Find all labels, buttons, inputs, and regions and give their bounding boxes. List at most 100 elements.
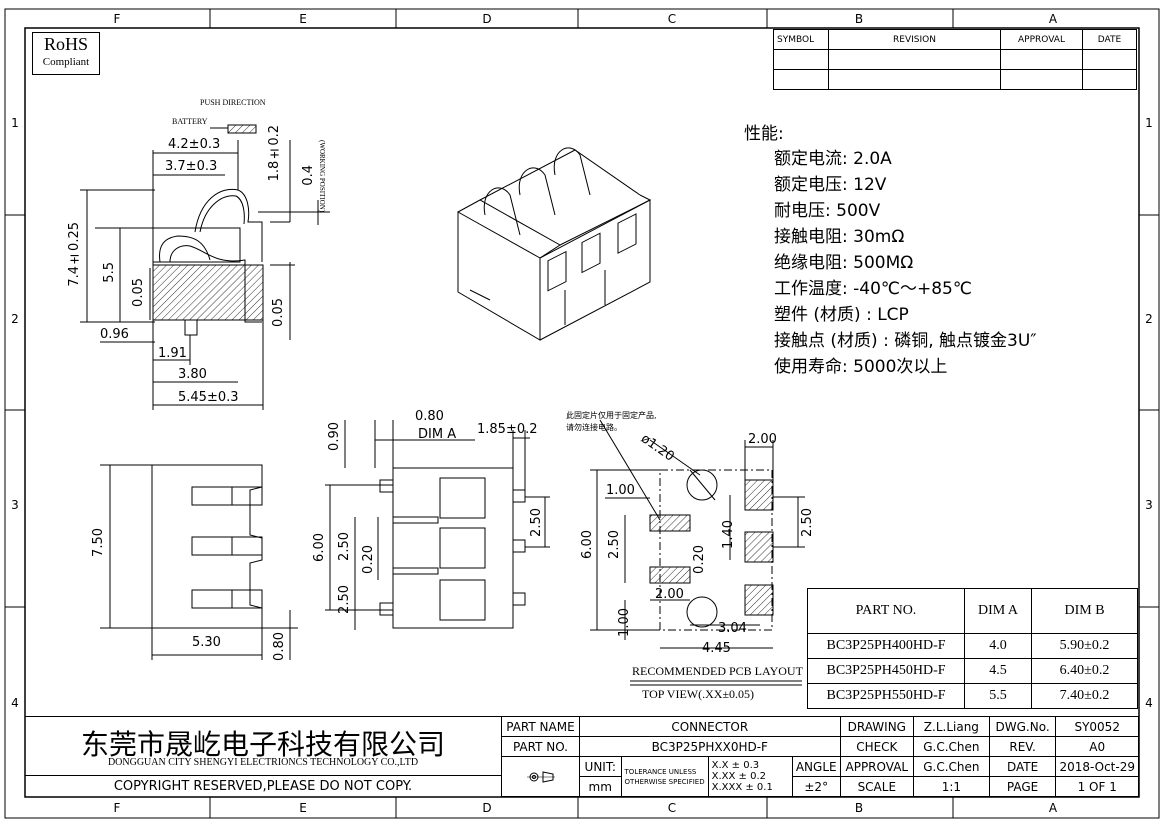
approval-value: G.C.Chen <box>913 756 990 777</box>
zone-col-a: A <box>1048 12 1058 26</box>
pcb-caption-layout: RECOMMENDED PCB LAYOUT <box>632 664 803 678</box>
battery-label: BATTERY <box>172 117 208 126</box>
dim-7-4: 7.4±0.25 <box>67 222 82 287</box>
side-view-drawing <box>80 124 330 410</box>
part-no-value: BC3P25PHXX0HD-F <box>578 736 841 757</box>
zone-col-f: F <box>113 12 121 26</box>
zone-row-3: 3 <box>11 498 19 512</box>
company-block: 东莞市晟屹电子科技有限公司 DONGGUAN CITY SHENGYI ELEC… <box>25 716 501 798</box>
dim-2-50-pcb-a: 2.50 <box>607 530 622 559</box>
dim-2-00-bottom: 2.00 <box>655 587 684 602</box>
title-block-table: PART NAME CONNECTOR DRAWING Z.L.Liang DW… <box>501 716 1139 797</box>
zone-col-b: B <box>854 12 864 26</box>
unit-label: UNIT: <box>578 756 622 777</box>
front-view-drawing <box>100 464 298 660</box>
dim-1-00-bottom: 1.00 <box>617 608 632 637</box>
dim-6-00-pin: 6.00 <box>312 533 327 562</box>
zone-row-1: 1 <box>11 116 19 130</box>
rohs-title: RoHS <box>43 34 88 54</box>
dim-0-05-left: 0.05 <box>131 278 146 307</box>
tolerance-xxx: X.XX ± 0.2 <box>711 771 766 782</box>
zone-row-3-right: 3 <box>1145 498 1153 512</box>
table-cell: BC3P25PH550HD-F <box>807 683 965 709</box>
zone-row-4: 4 <box>11 696 19 710</box>
dim-1-91: 1.91 <box>158 346 187 361</box>
tolerance-xxxx: X.XXX ± 0.1 <box>711 782 773 793</box>
dwg-value: SY0052 <box>1055 716 1139 737</box>
zone-row-4-right: 4 <box>1145 696 1153 710</box>
zone-col-c-bottom: C <box>667 801 677 815</box>
zone-col-c: C <box>667 12 677 26</box>
part-table-header-dim-b: DIM B <box>1031 588 1138 634</box>
dim-4-2: 4.2±0.3 <box>168 137 221 152</box>
spec-title: 性能: <box>744 124 784 144</box>
scale-value: 1:1 <box>913 776 990 797</box>
dim-0-96: 0.96 <box>100 327 129 342</box>
pin-view-drawing <box>325 420 550 630</box>
table-cell: 5.90±0.2 <box>1031 633 1138 659</box>
company-name-cn: 东莞市晟屹电子科技有限公司 <box>80 728 445 761</box>
spec-item: 工作温度: -40℃～+85℃ <box>774 279 972 299</box>
scale-label: SCALE <box>839 776 915 797</box>
part-table: PART NO. DIM A DIM B BC3P25PH400HD-F 4.0… <box>807 588 1138 709</box>
angle-value: ±2° <box>791 776 841 797</box>
part-name-value: CONNECTOR <box>578 716 841 737</box>
dim-1-00-top: 1.00 <box>606 483 635 498</box>
spec-item: 耐电压: 500V <box>774 201 881 221</box>
dim-6-00-pcb: 6.00 <box>580 530 595 559</box>
tolerance-xx: X.X ± 0.3 <box>711 760 760 771</box>
dim-1-40: 1.40 <box>721 520 736 549</box>
rev-value: A0 <box>1055 736 1139 757</box>
dim-a-label: DIM A <box>418 427 457 442</box>
pcb-fix-note: 此固定片仅用于固定产品, 请勿连接电路。 <box>566 411 657 432</box>
zone-row-1-right: 1 <box>1145 116 1153 130</box>
dim-2-50-pin-b: 2.50 <box>337 585 352 614</box>
table-cell: BC3P25PH400HD-F <box>807 633 965 659</box>
drawing-label: DRAWING <box>839 716 915 737</box>
spec-item: 接触电阻: 30mΩ <box>774 227 905 247</box>
spec-block: 性能: 额定电流: 2.0A 额定电压: 12V 耐电压: 500V 接触电阻:… <box>744 122 1037 380</box>
dim-0-20-pin: 0.20 <box>361 545 376 574</box>
page-value: 1 OF 1 <box>1055 776 1139 797</box>
table-cell: BC3P25PH450HD-F <box>807 658 965 684</box>
tolerance-line-1: TOLERANCE UNLESS <box>624 767 697 776</box>
dim-5-5: 5.5 <box>102 262 117 283</box>
zone-col-a-bottom: A <box>1048 801 1058 815</box>
dim-5-45: 5.45±0.3 <box>178 390 239 405</box>
spec-item: 使用寿命: 5000次以上 <box>774 357 948 377</box>
dim-2-50-pin-a: 2.50 <box>337 532 352 561</box>
dim-0-4: 0.4 <box>301 165 316 186</box>
dim-5-30: 5.30 <box>192 635 221 650</box>
dim-2-50-pin-c: 2.50 <box>529 508 544 537</box>
dwg-label: DWG.No. <box>988 716 1057 737</box>
part-table-header-dim-a: DIM A <box>964 588 1032 634</box>
part-name-label: PART NAME <box>501 716 580 737</box>
unit-value: mm <box>578 776 622 797</box>
zone-col-d-bottom: D <box>482 801 492 815</box>
spec-item: 接触点 (材质) : 磷铜, 触点镀金3U″ <box>774 331 1037 351</box>
part-table-header-part-no: PART NO. <box>807 588 965 634</box>
dim-0-90: 0.90 <box>327 422 342 451</box>
part-no-label: PART NO. <box>501 736 580 757</box>
rohs-subtitle: Compliant <box>42 56 90 68</box>
check-value: G.C.Chen <box>913 736 990 757</box>
spec-item: 绝缘电阻: 500MΩ <box>774 253 914 273</box>
dim-2-50-pcb-b: 2.50 <box>800 508 815 537</box>
approval-label: APPROVAL <box>839 756 915 777</box>
angle-label: ANGLE <box>791 756 841 777</box>
company-name-en: DONGGUAN CITY SHENGYI ELECTRIONCS TECHNO… <box>107 757 419 768</box>
dim-2-00-top: 2.00 <box>748 432 777 447</box>
zone-row-2-right: 2 <box>1145 312 1153 326</box>
dim-1-85: 1.85±0.2 <box>477 422 538 437</box>
dim-3-80: 3.80 <box>178 367 207 382</box>
zone-row-2: 2 <box>11 312 19 326</box>
push-direction-label: PUSH DIRECTION <box>200 98 266 107</box>
tolerance-line-2: OTHERWISE SPECIFIED <box>624 777 705 786</box>
date-value: 2018-Oct-29 <box>1055 756 1139 777</box>
table-cell: 4.0 <box>964 633 1032 659</box>
dim-1-8: 1.8±0.2 <box>267 125 282 182</box>
zone-col-b-bottom: B <box>854 801 864 815</box>
spec-item: 额定电流: 2.0A <box>774 149 892 169</box>
table-cell: 4.5 <box>964 658 1032 684</box>
